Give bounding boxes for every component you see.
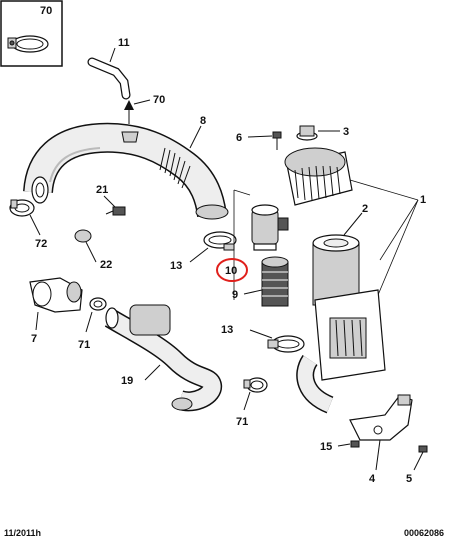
footer-date: 11/2011h: [4, 528, 42, 538]
part-9-sleeve: [243, 256, 289, 307]
part-7-elbow: [29, 277, 83, 331]
part-10-airflow-meter: [251, 204, 289, 251]
callout-72: 72: [35, 238, 47, 250]
part-13-top-clamp: [189, 231, 237, 263]
hose-clamp-70-icon: [7, 35, 49, 53]
part-11-hose: [87, 47, 131, 100]
part-22-grommet: [74, 229, 97, 263]
callout-22: 22: [100, 259, 112, 271]
callout-21: 21: [96, 184, 108, 196]
inset-box: 70: [0, 0, 63, 67]
arrow-up-icon: [124, 99, 151, 124]
part-13-mid-clamp: [249, 329, 305, 353]
inset-label: 70: [40, 5, 52, 17]
callout-13-top: 13: [170, 260, 182, 272]
callout-11: 11: [118, 37, 130, 49]
callout-4: 4: [369, 473, 376, 485]
part-1-leaders: [349, 179, 419, 296]
part-15-screw: [337, 440, 360, 448]
callout-2: 2: [362, 203, 368, 215]
part-21-bolt: [103, 195, 126, 216]
highlight-circle: [216, 258, 248, 282]
callout-8: 8: [200, 115, 206, 127]
part-71-bottom-clamp: [243, 377, 268, 411]
callout-15: 15: [320, 441, 332, 453]
air-filter-cover: [284, 147, 353, 206]
part-19-outlet-pipe: [104, 304, 222, 412]
callout-1: 1: [420, 194, 426, 206]
part-71-left-clamp: [85, 297, 107, 333]
callout-10: 10: [225, 265, 237, 277]
callout-71-bottom: 71: [236, 416, 248, 428]
callout-19: 19: [121, 375, 133, 387]
air-filter-housing: [296, 289, 386, 414]
callout-6: 6: [236, 132, 242, 144]
callout-70: 70: [153, 94, 165, 106]
group-bracket: [233, 189, 251, 300]
part-6-screw: [247, 131, 282, 150]
part-5-screw: [413, 445, 428, 471]
part-2-filter-element: [312, 212, 363, 306]
part-8-intake-hose: [23, 122, 229, 220]
footer-reference-number: 00062086: [403, 528, 444, 538]
callout-9: 9: [232, 289, 238, 301]
part-3-cap: [296, 125, 340, 141]
part-72-clamp: [9, 199, 41, 236]
callout-71-left: 71: [78, 339, 90, 351]
callout-5: 5: [406, 473, 412, 485]
callout-7: 7: [31, 333, 37, 345]
callout-3: 3: [343, 126, 349, 138]
callout-13-mid: 13: [221, 324, 233, 336]
part-4-bracket: [349, 394, 413, 471]
